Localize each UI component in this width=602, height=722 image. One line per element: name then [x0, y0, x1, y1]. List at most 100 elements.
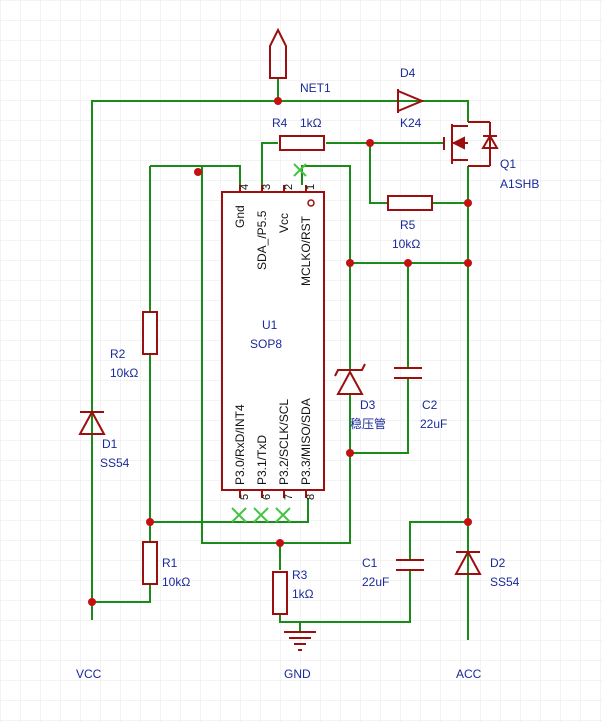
- u1-pin-number: 3: [261, 184, 273, 190]
- net1-port[interactable]: NET1: [269, 27, 331, 95]
- wire-r5: [369, 143, 388, 204]
- r2-ref: R2: [110, 347, 126, 361]
- c1-ref: C1: [362, 556, 378, 570]
- d1-body: [78, 409, 106, 435]
- u1-body: [221, 191, 325, 491]
- diode-d2[interactable]: [454, 549, 482, 575]
- ground-icon: [284, 631, 316, 651]
- d4-ref: D4: [400, 66, 416, 80]
- junction: [464, 518, 472, 526]
- r5-value: 10kΩ: [392, 237, 420, 251]
- u1-pin-name: P3.0/RxD/INT4: [233, 404, 247, 485]
- port-acc[interactable]: ACC: [456, 667, 482, 681]
- no-connect-x: [293, 163, 307, 177]
- d2-value: SS54: [490, 575, 520, 589]
- u1-pin-name: Vcc: [277, 213, 291, 233]
- u1-pin-number: 7: [283, 494, 295, 500]
- wire-c1-bottom: [300, 570, 411, 623]
- ic-u1[interactable]: 4 3 2 1 Gnd SDA_/P5.5 Vcc MCLKO/RST 5 6 …: [221, 184, 325, 500]
- junction: [194, 168, 202, 176]
- q1-arrow: [451, 136, 465, 150]
- wire-r1-bottom: [92, 584, 151, 603]
- no-connect-markers: [231, 163, 307, 523]
- capacitor-c2[interactable]: [394, 367, 422, 379]
- wire-c2-bottom: [350, 378, 409, 454]
- r2-value: 10kΩ: [110, 366, 138, 380]
- d3-body: [336, 369, 364, 395]
- u1-value: SOP8: [250, 337, 282, 351]
- diode-d1[interactable]: [78, 409, 106, 435]
- u1-pin-name: Gnd: [233, 205, 247, 228]
- d1-value: SS54: [100, 456, 130, 470]
- r1-ref: R1: [162, 556, 178, 570]
- wire-r3-bottom: [279, 614, 300, 623]
- u1-pin-number: 1: [305, 184, 317, 190]
- u1-pin-name: P3.2/SCLK/SCL: [277, 399, 291, 485]
- d3-value: 稳压管: [350, 416, 386, 431]
- resistor-r4[interactable]: R4 1kΩ: [272, 116, 325, 151]
- d2-ref: D2: [490, 556, 506, 570]
- r3-value: 1kΩ: [292, 587, 314, 601]
- u1-pin-number: 4: [239, 184, 251, 190]
- r3-ref: R3: [292, 568, 308, 582]
- zener-d3[interactable]: [334, 363, 366, 395]
- junction: [88, 598, 96, 606]
- q1-value: A1SHB: [500, 177, 539, 191]
- wire-p33: [150, 498, 309, 523]
- r5-body: [387, 195, 433, 211]
- resistor-r5[interactable]: R5 10kΩ: [387, 195, 433, 251]
- resistor-r1[interactable]: R1 10kΩ: [142, 541, 190, 589]
- r4-ref: R4: [272, 116, 288, 130]
- junction: [346, 259, 354, 267]
- mosfet-q1[interactable]: [443, 121, 499, 167]
- no-connect-x: [275, 507, 291, 523]
- junction: [346, 449, 354, 457]
- junction: [464, 259, 472, 267]
- net1-label: NET1: [300, 81, 331, 95]
- r4-value: 1kΩ: [300, 116, 322, 130]
- u1-pin-number: 6: [261, 494, 273, 500]
- u1-pin-number: 5: [239, 494, 251, 500]
- r5-ref: R5: [400, 218, 416, 232]
- u1-pin1-marker: [307, 199, 315, 207]
- resistor-r2[interactable]: R2 10kΩ: [110, 311, 158, 380]
- junction: [146, 518, 154, 526]
- c1-value: 22uF: [362, 575, 389, 589]
- u1-pin-number: 2: [283, 184, 295, 190]
- u1-ref: U1: [262, 318, 278, 332]
- c2-value: 22uF: [420, 417, 447, 431]
- q1-body-diode: [481, 134, 499, 149]
- no-connect-x: [253, 507, 269, 523]
- port-vcc[interactable]: VCC: [76, 667, 102, 681]
- d3-ref: D3: [360, 398, 376, 412]
- junction: [366, 139, 374, 147]
- no-connect-x: [231, 507, 247, 523]
- r1-value: 10kΩ: [162, 575, 190, 589]
- resistor-r3[interactable]: R3 1kΩ: [272, 568, 314, 615]
- u1-pin-name: SDA_/P5.5: [255, 210, 269, 270]
- q1-ref: Q1: [500, 157, 516, 171]
- d2-body: [454, 549, 482, 575]
- r2-body: [142, 311, 158, 355]
- wire-r4-u1pin3: [261, 142, 278, 185]
- wire-c1-top: [409, 521, 468, 560]
- wire-pin4: [202, 165, 241, 185]
- r4-body: [279, 135, 325, 151]
- d3-bar: [334, 363, 366, 377]
- net1-port-symbol: [269, 27, 287, 79]
- u1-pin-name: P3.3/MISO/SDA: [299, 398, 313, 485]
- port-gnd[interactable]: GND: [284, 667, 311, 681]
- wire-d3-bottom: [150, 165, 351, 544]
- u1-pin-name: MCLKO/RST: [299, 215, 313, 286]
- junction: [464, 199, 472, 207]
- u1-pin-name: P3.1/TxD: [255, 435, 269, 485]
- junction: [276, 539, 284, 547]
- r1-body: [142, 541, 158, 585]
- u1-pin-number: 8: [305, 494, 317, 500]
- diode-d4[interactable]: D4 K24: [397, 66, 425, 130]
- d4-value: K24: [400, 116, 422, 130]
- junction: [274, 97, 282, 105]
- c2-ref: C2: [422, 398, 438, 412]
- capacitor-c1[interactable]: [396, 559, 424, 571]
